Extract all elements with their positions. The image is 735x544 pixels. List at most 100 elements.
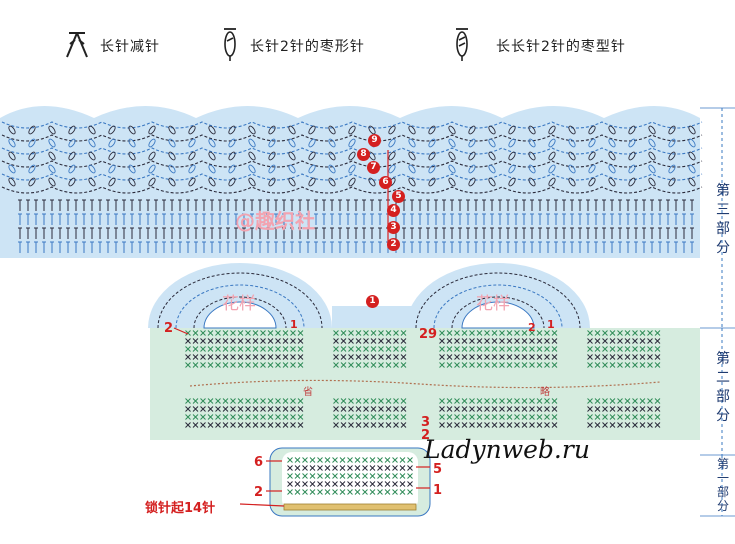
puff-stitch [448, 151, 456, 161]
sc-stitch [267, 362, 274, 368]
puff-stitch [548, 151, 556, 161]
puff-stitch [148, 125, 156, 135]
sc-stitch [309, 457, 316, 463]
puff-stitch [448, 138, 456, 148]
sc-stitch [355, 346, 362, 352]
sc-stitch [551, 362, 558, 368]
motif-label-left: 花样 [222, 294, 256, 314]
sc-stitch [237, 414, 244, 420]
puff-stitch [308, 164, 316, 174]
puff-stitch [628, 151, 636, 161]
sc-stitch [354, 457, 361, 463]
sc-stitch [348, 330, 354, 336]
sc-stitch [624, 406, 631, 412]
sc-stitch [400, 362, 407, 368]
sc-stitch [185, 414, 191, 420]
sc-stitch [399, 473, 406, 479]
sc-stitch [551, 398, 558, 404]
sc-stitch [602, 330, 608, 336]
sc-stitch [340, 346, 347, 352]
puff-stitch [128, 138, 136, 148]
puff-stitch [108, 138, 116, 148]
sc-stitch [185, 354, 191, 360]
sc-stitch [332, 465, 338, 471]
sc-stitch [632, 346, 638, 352]
puff-stitch [268, 151, 276, 161]
sc-stitch [551, 330, 558, 336]
puff-stitch [128, 151, 136, 161]
puff-stitch [628, 164, 636, 174]
sc-stitch [647, 414, 653, 420]
puff-stitch [108, 151, 116, 161]
row-badge: 3 [387, 221, 400, 234]
sc-stitch [348, 406, 354, 412]
sc-stitch [282, 414, 289, 420]
sc-stitch [287, 481, 293, 487]
puff-stitch [88, 138, 96, 148]
sc-stitch [378, 362, 384, 368]
sc-stitch [369, 465, 376, 471]
puff-stitch [508, 151, 516, 161]
sc-stitch [339, 465, 346, 471]
puff-stitch [28, 164, 36, 174]
sc-stitch [200, 346, 206, 352]
sc-stitch [594, 362, 601, 368]
sc-stitch [521, 354, 528, 360]
puff-stitch [528, 164, 536, 174]
sc-stitch [282, 346, 289, 352]
sc-stitch [407, 481, 413, 487]
sc-stitch [624, 338, 631, 344]
sc-stitch [617, 330, 623, 336]
sc-stitch [200, 330, 206, 336]
sc-stitch [491, 354, 498, 360]
puff-stitch [688, 177, 696, 187]
sc-stitch [347, 481, 353, 487]
puff-stitch [8, 151, 16, 161]
sc-stitch [362, 481, 368, 487]
sc-stitch [439, 406, 445, 412]
part2-panel [150, 328, 700, 440]
sc-stitch [529, 354, 535, 360]
sc-stitch [609, 414, 616, 420]
puff-stitch [8, 125, 16, 135]
sc-stitch [654, 406, 661, 412]
sc-stitch [469, 354, 475, 360]
sc-stitch [290, 398, 296, 404]
sc-stitch [192, 422, 199, 428]
sc-stitch [200, 406, 206, 412]
sc-stitch [484, 422, 490, 428]
sc-stitch [639, 398, 646, 404]
puff-stitch [588, 138, 596, 148]
sc-stitch [185, 346, 191, 352]
sc-stitch [594, 406, 601, 412]
sc-stitch [332, 489, 338, 495]
sc-stitch [185, 398, 191, 404]
sc-stitch [294, 481, 301, 487]
sc-stitch [370, 330, 377, 336]
sc-stitch [399, 489, 406, 495]
puff-stitch [608, 177, 616, 187]
puff-stitch [308, 125, 316, 135]
puff-stitch [508, 177, 516, 187]
sc-stitch [192, 398, 199, 404]
sc-stitch [347, 457, 353, 463]
puff-stitch [468, 138, 476, 148]
sc-stitch [491, 414, 498, 420]
sc-stitch [222, 422, 229, 428]
sc-stitch [215, 422, 221, 428]
sc-stitch [275, 354, 281, 360]
sc-stitch [207, 346, 214, 352]
sc-stitch [355, 338, 362, 344]
sc-stitch [602, 422, 608, 428]
sc-stitch [245, 338, 251, 344]
sc-stitch [362, 489, 368, 495]
row-badge: 9 [368, 134, 381, 147]
sc-stitch [499, 406, 505, 412]
sc-stitch [399, 465, 406, 471]
sc-stitch [632, 398, 638, 404]
sc-stitch [340, 362, 347, 368]
sc-stitch [355, 422, 362, 428]
sc-stitch [290, 362, 296, 368]
puff-stitch [348, 151, 356, 161]
puff-stitch [668, 177, 676, 187]
